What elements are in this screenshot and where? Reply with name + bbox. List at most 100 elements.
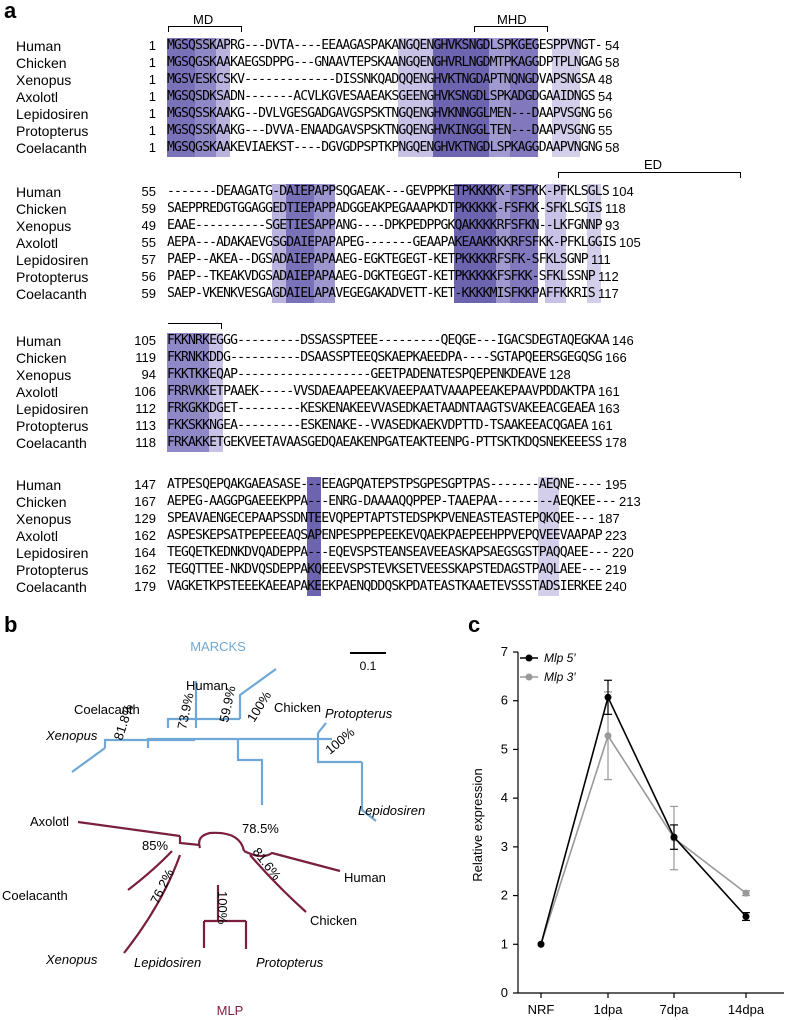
start-position: 112 [135, 401, 156, 416]
data-point [742, 913, 750, 921]
leaf-lepidosiren-marcks: Lepidosiren [358, 803, 425, 818]
domain-bracket-ed-end [221, 323, 222, 329]
branch-mlp-root [198, 831, 246, 852]
start-position: 55 [141, 235, 156, 250]
species-name: Human [16, 477, 62, 493]
sequence: FKKTKKEQAP-------------------GEETPADENAT… [167, 367, 547, 382]
sequence: MGSQSSKAAKG--DVLVGESGADGAVGSPSKTNGQENGHV… [167, 106, 596, 121]
domain-label-ed: ED [644, 157, 663, 172]
conservation-shading [195, 38, 216, 157]
conservation-shading [552, 38, 580, 157]
species-name: Axolotl [16, 235, 59, 251]
sequence: MGSQSDKSADN-------ACVLKGVESAAEAKSGEENGHV… [167, 89, 596, 104]
start-position: 105 [134, 333, 156, 348]
y-tick-label: 4 [501, 790, 508, 805]
end-position: 166 [605, 350, 627, 365]
start-position: 1 [148, 123, 156, 138]
y-tick-label: 0 [501, 985, 508, 1000]
start-position: 59 [141, 201, 156, 216]
series-line [540, 694, 747, 945]
branch-mlp-axolotl-join [178, 836, 201, 847]
leaf-chicken-mlp: Chicken [310, 913, 357, 928]
bootstrap-100-chicken: 100% [244, 688, 275, 725]
sequence: SPEAVAENGECEPAAPSSDNTEEVQPEPTAPTSTEDSPKP… [167, 511, 596, 526]
branch-xenopus-mlp [123, 854, 182, 954]
series-mlp3 [537, 691, 750, 948]
branch-chicken-mlp [249, 854, 307, 913]
bootstrap-76-2: 76.2% [147, 866, 177, 906]
bootstrap-81-6: 81.6% [250, 845, 285, 884]
end-position: 146 [612, 333, 634, 348]
sequence: FRKAKKETGEKVEETAVAASGEDQAEAKENPGATEAKTEE… [167, 435, 603, 450]
leaf-chicken-marcks: Chicken [274, 700, 321, 715]
domain-bracket-ed-continued [168, 323, 222, 324]
sequence: SAEPPREDGTGGAGGEDTIEPAPPADGGEAKPEGAAAPKD… [167, 201, 603, 216]
legend-label-mlp3: Mlp 3′ [544, 670, 576, 684]
species-name: Xenopus [16, 511, 72, 527]
species-name: Chicken [16, 494, 67, 510]
species-name: Lepidosiren [16, 545, 89, 561]
end-position: 48 [598, 72, 613, 87]
conservation-shading [454, 184, 496, 303]
conservation-shading [510, 38, 538, 157]
bootstrap-73-9: 73.9% [174, 691, 196, 731]
species-name: Human [16, 184, 62, 200]
species-name: Lepidosiren [16, 401, 89, 417]
start-position: 113 [135, 418, 156, 433]
start-position: 179 [134, 579, 156, 594]
start-position: 49 [141, 218, 156, 233]
y-tick-label: 7 [501, 644, 508, 659]
alignment-row: Coelacanth 179 VAGKETKPSTEEEKAEEAPAKEEKPAE… [0, 579, 788, 595]
sequence: ASPESKEPSATPEPEEEAQSAPENPESPPEPEEKEVQAEK… [167, 528, 603, 543]
data-point [537, 940, 545, 948]
sequence: -------DEAAGATG-DAIEPAPPSQGAEAK---GEVPPK… [167, 184, 610, 199]
species-name: Chicken [16, 201, 67, 217]
conservation-shading [307, 477, 321, 596]
panel-letter-b: b [4, 612, 18, 637]
sequence: PAEP--AKEA--DGSADAIEPAPAAEG-EGKTEGEGT-KE… [167, 252, 589, 267]
start-position: 1 [148, 55, 156, 70]
clade-label-marcks: MARCKS [190, 639, 246, 654]
conservation-shading [538, 477, 559, 596]
start-position: 119 [135, 350, 156, 365]
y-tick-label: 1 [501, 936, 508, 951]
start-position: 162 [134, 562, 156, 577]
y-axis-label: Relative expression [470, 768, 485, 881]
sequence: FRKGKKDGET---------KESKENAKEEVVASEDKAETA… [167, 401, 596, 416]
alignment-row: Xenopus 129 SPEAVAENGECEPAAPSSDNTEEVQPEPTA… [0, 511, 788, 527]
branch-human-mlp [243, 850, 341, 873]
conservation-shading [433, 38, 489, 157]
leaf-coelacanth-mlp: Coelacanth [2, 888, 68, 903]
sequence: VAGKETKPSTEEEKAEEAPAKEEKPAENQDDQSKPDATEA… [167, 579, 603, 594]
start-position: 59 [141, 286, 156, 301]
end-position: 128 [549, 367, 571, 382]
start-position: 1 [148, 72, 156, 87]
sequence: ATPESQEPQAKGAEASASE---EEAGPQATEPSTPSGPES… [167, 477, 603, 492]
start-position: 1 [148, 140, 156, 155]
y-tick-label: 3 [501, 839, 508, 854]
species-name: Chicken [16, 350, 67, 366]
x-tick-label: NRF [528, 1002, 555, 1017]
end-position: 58 [605, 140, 620, 155]
series-mlp5 [537, 679, 750, 948]
end-position: 161 [591, 418, 613, 433]
end-position: 220 [612, 545, 634, 560]
species-name: Axolotl [16, 528, 59, 544]
conservation-shading [496, 184, 510, 303]
y-tick-label: 2 [501, 888, 508, 903]
species-name: Coelacanth [16, 579, 87, 595]
start-position: 129 [134, 511, 156, 526]
sequence: TEGQETKEDNKDVQADEPPA---EQEVSPSTEANSEAVEE… [167, 545, 610, 560]
